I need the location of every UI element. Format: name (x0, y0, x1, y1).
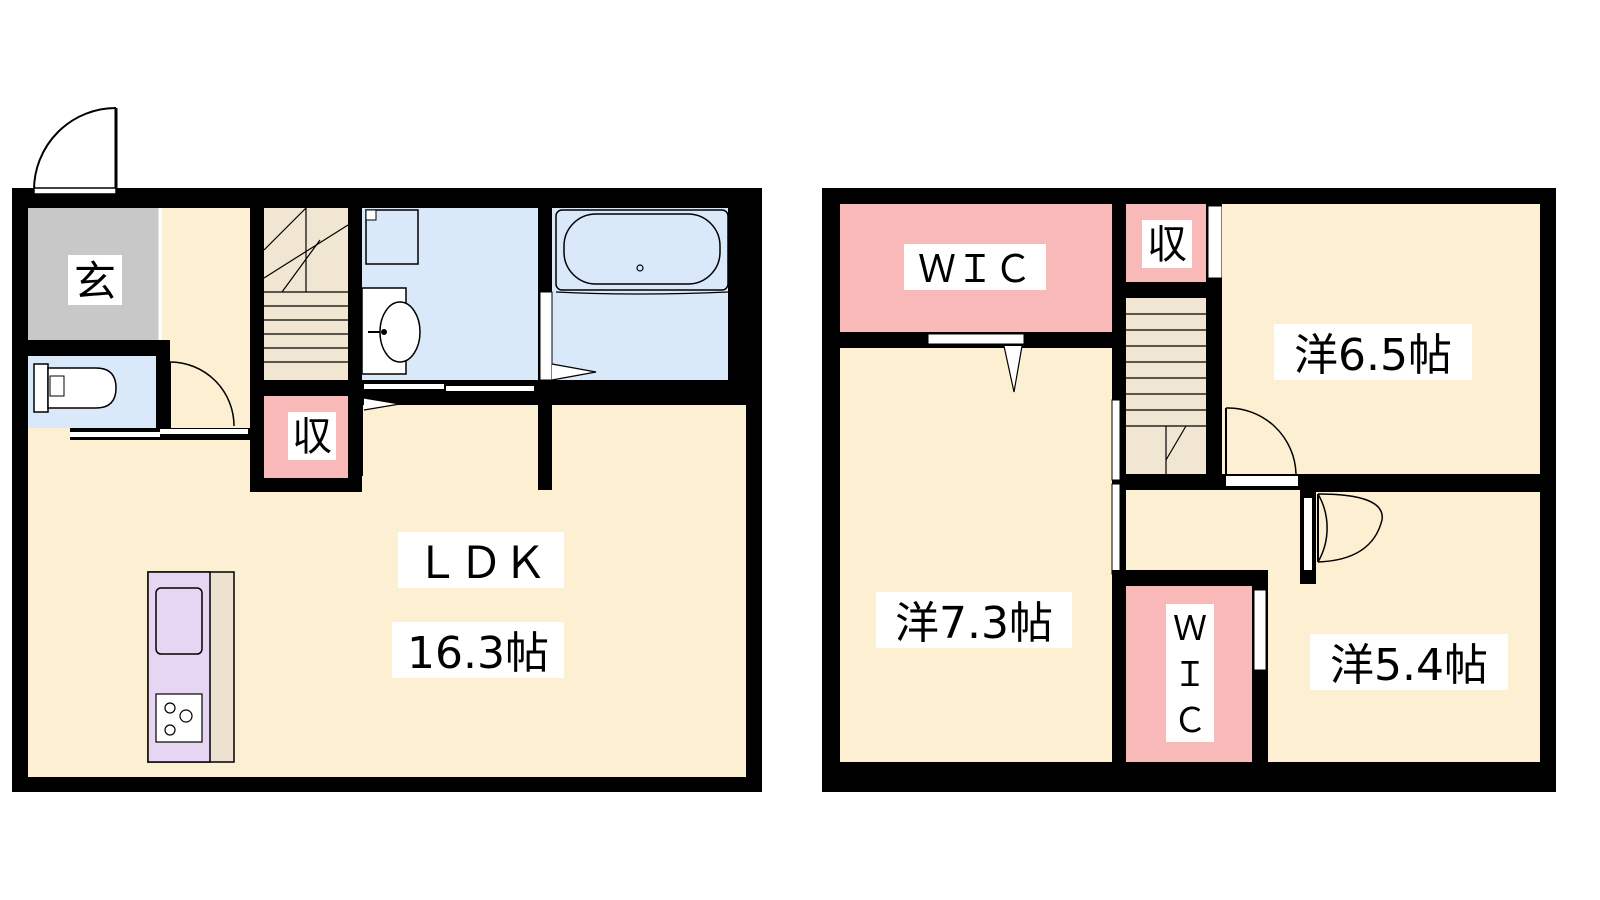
floor-2: ＷＩＣ 洋7.3帖 収 (822, 188, 1556, 792)
wic-small-label-bg (1166, 604, 1214, 742)
entrance-door-icon (33, 107, 118, 195)
genkan-label: 玄 (74, 257, 116, 306)
toilet-icon (33, 363, 117, 413)
storage-label-bg (288, 412, 336, 460)
storage-door-icon (361, 397, 401, 476)
floor-1: 玄 (12, 107, 762, 792)
toilet-door-icon (169, 361, 235, 428)
room-7-3-label-bg (876, 592, 1072, 648)
room-6-5-label: 洋6.5帖 (1294, 330, 1452, 381)
room-6-5-label-bg (1274, 324, 1472, 380)
washing-machine-icon (365, 209, 419, 265)
bathtub-icon (555, 209, 729, 295)
stove-icon (155, 693, 203, 743)
ldk-size-bg (392, 622, 564, 678)
room-5-4-door-icon (1300, 490, 1383, 584)
kitchen-counter (147, 571, 235, 763)
ldk-size-label: 16.3帖 (407, 628, 549, 679)
room-7-3 (840, 348, 1112, 762)
genkan-label-bg (68, 255, 122, 305)
ldk-name-label: ＬＤＫ (415, 538, 547, 589)
storage-label-floor2: 収 (1147, 222, 1187, 268)
washbasin-icon (361, 287, 421, 375)
ldk-upper-area (368, 405, 746, 409)
room-7-3-label: 洋7.3帖 (895, 598, 1053, 649)
sink-icon (155, 587, 203, 655)
bathroom-door-icon (539, 291, 597, 381)
hall (160, 208, 256, 444)
wic-small-label-i: Ｉ (1173, 655, 1207, 695)
wic-door-icon (927, 333, 1025, 393)
ldk-name-bg (398, 532, 564, 588)
ldk-room (28, 405, 746, 777)
wic-small-label-w: Ｗ (1173, 609, 1207, 649)
storage-label-bg-2 (1142, 220, 1192, 268)
room-5-4-label: 洋5.4帖 (1330, 640, 1488, 691)
wic-top-label: ＷＩＣ (918, 247, 1032, 291)
hall-strip (28, 440, 260, 452)
room-5-4-label-bg (1310, 634, 1508, 690)
storage-label-floor1: 収 (292, 414, 332, 460)
room-6-5-door-icon (1206, 407, 1300, 490)
wic-top-label-bg (904, 244, 1046, 290)
wic-small-label-c: Ｃ (1173, 701, 1207, 741)
